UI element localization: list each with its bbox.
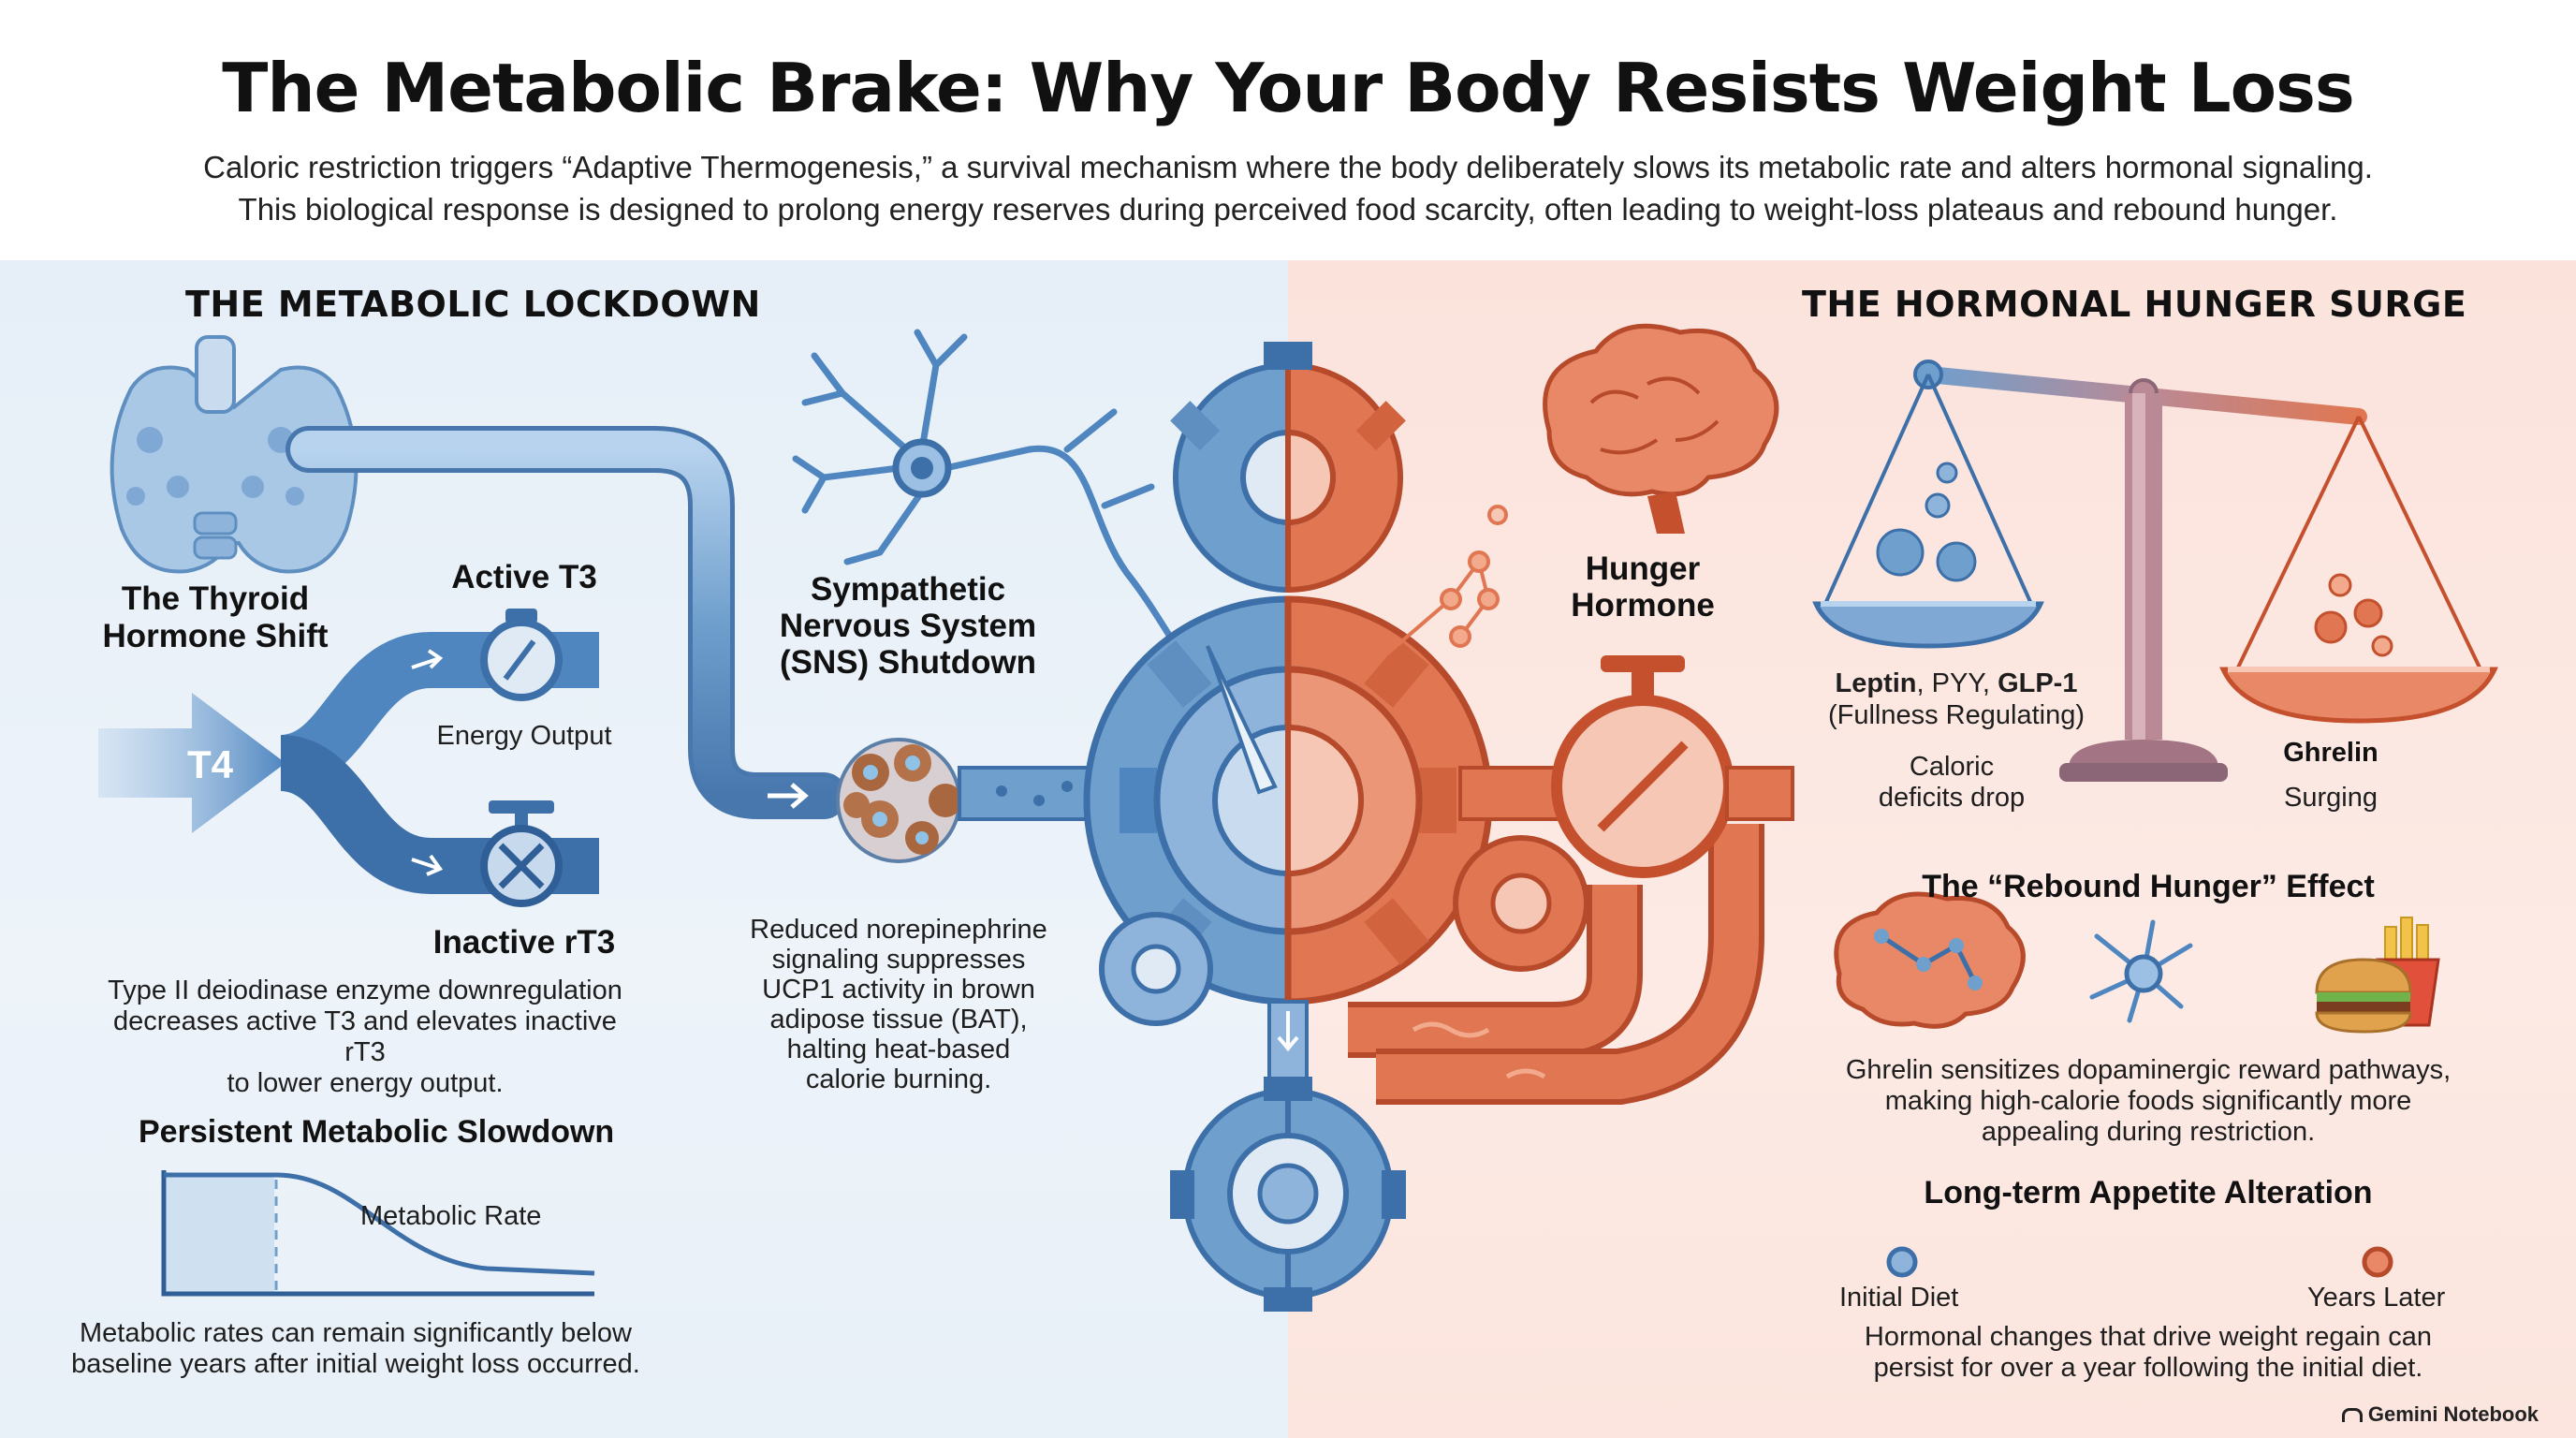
appetite-timeline: [1825, 1246, 2471, 1278]
fullness-hormones-line: Leptin, PYY, GLP-1: [1778, 668, 2134, 699]
sns-line-3: (SNS) Shutdown: [779, 644, 1037, 681]
longterm-line-2: persist for over a year following the in…: [1873, 1353, 2423, 1383]
rebound-line-2: making high-calorie foods significantly …: [1884, 1086, 2412, 1116]
hunger-line-2: Hormone: [1571, 587, 1715, 624]
dopamine-neuron-icon: [2089, 919, 2193, 1023]
nor-line-1: Reduced norepinephrine: [750, 915, 1047, 945]
sns-shutdown-label: Sympathetic Nervous System (SNS) Shutdow…: [768, 571, 1048, 681]
t4-label: T4: [187, 742, 234, 786]
pyy-label: , PYY,: [1916, 668, 1998, 698]
thyroid-label: The Thyroid Hormone Shift: [84, 580, 346, 655]
right-section-title: THE HORMONAL HUNGER SURGE: [1802, 284, 2467, 325]
slowdown-desc-line-1: Metabolic rates can remain significantly…: [80, 1318, 632, 1348]
caloric-line-1: Caloric: [1909, 752, 1995, 782]
header: [0, 0, 2576, 260]
caloric-deficits-label: Caloric deficits drop: [1835, 752, 2069, 814]
fast-food-icon: [2315, 917, 2440, 1034]
nor-line-3: UCP1 activity in brown: [762, 975, 1035, 1005]
ghrelin-label: Ghrelin: [2283, 738, 2378, 768]
rebound-description: Ghrelin sensitizes dopaminergic reward p…: [1816, 1055, 2481, 1148]
leptin-label: Leptin: [1835, 668, 1917, 698]
reward-brain-icon: [1834, 891, 2026, 1029]
nor-line-4: adipose tissue (BAT),: [769, 1005, 1028, 1034]
thyroid-label-line-2: Hormone Shift: [102, 618, 329, 654]
metabolic-rate-label: Metabolic Rate: [360, 1201, 542, 1231]
brain-icon: [1543, 323, 1779, 534]
deiodinase-line-3: to lower energy output.: [227, 1068, 504, 1098]
slowdown-description: Metabolic rates can remain significantly…: [56, 1318, 655, 1380]
rebound-line-1: Ghrelin sensitizes dopaminergic reward p…: [1845, 1055, 2452, 1085]
central-gear-machine: [1083, 342, 1589, 1312]
rebound-hunger-title: The “Rebound Hunger” Effect: [1922, 869, 2375, 904]
deiodinase-description: Type II deiodinase enzyme downregulation…: [94, 976, 637, 1099]
energy-output-gauge-icon: [480, 609, 563, 701]
slowdown-title: Persistent Metabolic Slowdown: [139, 1114, 615, 1150]
long-term-title: Long-term Appetite Alteration: [1924, 1175, 2373, 1211]
blocked-valve-icon: [480, 800, 563, 907]
nor-line-6: calorie burning.: [805, 1064, 992, 1094]
norepinephrine-description: Reduced norepinephrine signaling suppres…: [749, 915, 1048, 1094]
hunger-gauge-icon: [1551, 655, 1794, 878]
caloric-line-2: deficits drop: [1878, 783, 2026, 813]
deiodinase-line-1: Type II deiodinase enzyme downregulation: [108, 976, 622, 1005]
t4-arrow-icon: [98, 693, 285, 833]
nor-line-2: signaling suppresses: [771, 945, 1026, 975]
inactive-rt3-label: Inactive rT3: [432, 924, 616, 961]
longterm-line-1: Hormonal changes that drive weight regai…: [1864, 1322, 2433, 1352]
surging-label: Surging: [2284, 783, 2378, 813]
metabolic-rate-chart: [161, 1170, 595, 1297]
brown-adipose-tissue-icon: [836, 738, 962, 863]
initial-diet-label: Initial Diet: [1839, 1283, 1959, 1313]
balance-scale-icon: [1812, 360, 2498, 782]
hunger-hormone-label: Hunger Hormone: [1535, 550, 1750, 624]
molecule-chain-icon: [1383, 505, 1508, 657]
rebound-line-3: appealing during restriction.: [1981, 1117, 2316, 1147]
deiodinase-line-2: decreases active T3 and elevates inactiv…: [113, 1006, 617, 1067]
hunger-line-1: Hunger: [1585, 550, 1701, 587]
active-t3-label: Active T3: [451, 559, 597, 595]
subtitle-line-2: This biological response is designed to …: [238, 192, 2338, 227]
thyroid-gland-icon: [110, 335, 359, 574]
sns-line-1: Sympathetic: [810, 571, 1006, 608]
nor-line-5: halting heat-based: [786, 1034, 1011, 1064]
left-section-title: THE METABOLIC LOCKDOWN: [185, 284, 761, 325]
brand-label: Gemini Notebook: [2367, 1402, 2539, 1426]
long-term-description: Hormonal changes that drive weight regai…: [1816, 1322, 2481, 1384]
thyroid-label-line-1: The Thyroid: [121, 580, 310, 617]
glp1-label: GLP-1: [1998, 668, 2078, 698]
slowdown-desc-line-2: baseline years after initial weight loss…: [71, 1349, 640, 1379]
energy-output-label: Energy Output: [436, 721, 612, 751]
subtitle-line-1: Caloric restriction triggers “Adaptive T…: [203, 150, 2373, 184]
sns-line-2: Nervous System: [779, 608, 1037, 644]
fullness-regulating-label: (Fullness Regulating): [1827, 700, 2085, 730]
page-title: The Metabolic Brake: Why Your Body Resis…: [222, 49, 2355, 127]
years-later-label: Years Later: [2307, 1283, 2446, 1313]
brand-logo-icon: [2341, 1407, 2363, 1422]
brand-watermark: Gemini Notebook: [2341, 1402, 2539, 1427]
fullness-hormones-label: Leptin, PYY, GLP-1 (Fullness Regulating): [1778, 668, 2134, 731]
